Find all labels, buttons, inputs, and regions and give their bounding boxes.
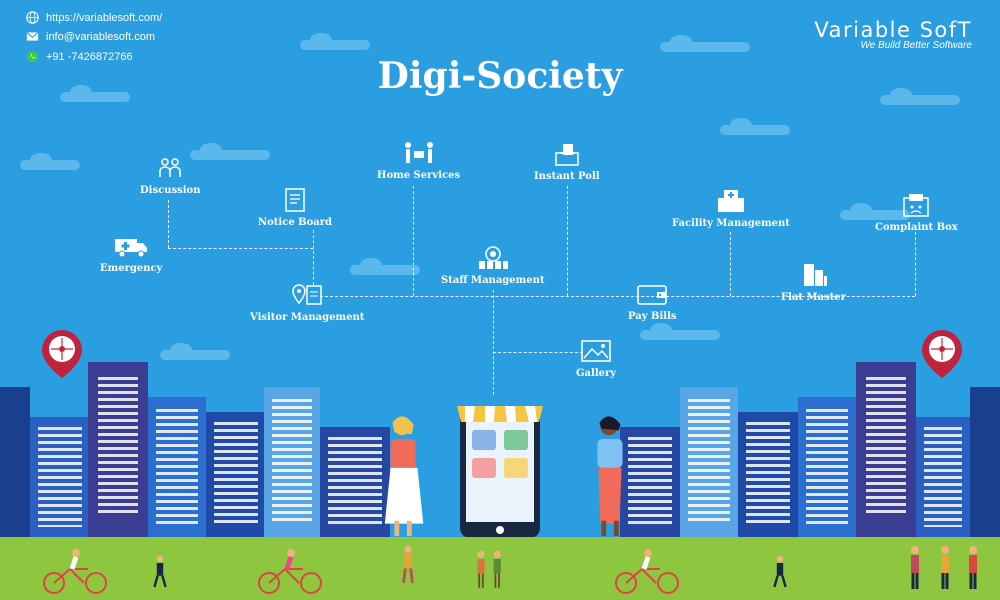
feature-label: Facility Management <box>672 218 790 229</box>
connector-line <box>567 186 568 296</box>
connector-line <box>313 230 314 285</box>
feature-label: Instant Poll <box>534 171 600 182</box>
smartphone-store-icon <box>457 406 543 538</box>
connector-line <box>413 186 414 296</box>
feature-label: Discussion <box>140 185 201 196</box>
feature-label: Emergency <box>100 263 163 274</box>
website-text: https://variablesoft.com/ <box>46 11 163 24</box>
feature-label: Pay Bills <box>628 311 677 322</box>
woman-illustration <box>597 416 623 537</box>
home-services-icon <box>404 142 433 163</box>
phone-text: +91 -7426872766 <box>46 50 133 63</box>
poll-box-icon <box>555 144 579 166</box>
brand-tagline: We Build Better Software <box>860 40 972 51</box>
visitor-id-icon <box>292 284 322 305</box>
feature-pay-bills: Pay Bills <box>628 281 677 322</box>
connector-line <box>730 232 731 296</box>
cloud <box>60 85 130 102</box>
building <box>206 412 266 537</box>
contact-email[interactable]: info@variablesoft.com <box>26 30 155 43</box>
feature-label: Staff Management <box>441 275 545 286</box>
wallet-icon <box>637 285 668 305</box>
building <box>264 387 320 537</box>
building <box>320 427 390 537</box>
building <box>798 397 856 537</box>
contact-website[interactable]: https://variablesoft.com/ <box>26 11 162 24</box>
ambulance-icon <box>115 239 148 258</box>
building <box>620 427 680 537</box>
building <box>88 362 148 537</box>
mail-icon <box>26 32 39 41</box>
pedestrian-illustration <box>402 545 414 583</box>
globe-icon <box>26 11 39 24</box>
pedestrian-illustration <box>911 546 977 589</box>
hospital-icon <box>717 190 744 212</box>
feature-label: Notice Board <box>258 217 333 228</box>
brand-name: Variable SofT <box>814 18 972 42</box>
flat-building-icon <box>804 264 828 286</box>
cloud <box>640 323 720 340</box>
cloud <box>20 153 80 170</box>
feature-home-services: Home Services <box>377 140 460 181</box>
complaint-box-icon <box>903 194 930 217</box>
building <box>970 387 1000 537</box>
feature-label: Flat Master <box>781 292 846 303</box>
cyclist-illustration <box>615 549 679 594</box>
building <box>680 387 738 537</box>
connector-line <box>493 290 494 395</box>
whatsapp-icon <box>26 50 39 63</box>
building <box>0 387 30 537</box>
feature-label: Home Services <box>377 170 461 181</box>
connector-line <box>168 248 313 249</box>
feature-staff-management: Staff Management <box>441 245 545 286</box>
page-title: Digi-Society <box>377 55 623 97</box>
building <box>30 417 90 537</box>
notice-board-icon <box>285 188 305 212</box>
cloud <box>160 343 230 360</box>
gallery-icon <box>581 340 611 362</box>
connector-line <box>915 232 916 296</box>
cloud <box>840 203 910 220</box>
feature-gallery: Gallery <box>576 338 616 379</box>
feature-complaint-box: Complaint Box <box>875 192 958 233</box>
cloud <box>190 143 270 160</box>
building <box>148 397 206 537</box>
feature-discussion: Discussion <box>140 155 200 196</box>
cyclist-illustration <box>258 549 322 594</box>
cloud <box>880 88 960 105</box>
discussion-icon <box>159 158 181 177</box>
contact-phone[interactable]: +91 -7426872766 <box>26 50 133 63</box>
cloud <box>720 118 790 135</box>
cloud <box>350 258 420 275</box>
connector-line <box>320 296 915 297</box>
building <box>916 417 970 537</box>
building <box>738 412 798 537</box>
brand-logo: Variable SofT We Build Better Software <box>814 18 972 51</box>
cyclist-illustration <box>43 549 107 594</box>
feature-label: Complaint Box <box>875 222 958 233</box>
feature-instant-poll: Instant Poll <box>534 141 600 182</box>
feature-label: Gallery <box>576 368 617 379</box>
pedestrian-illustration <box>773 555 787 588</box>
pedestrian-illustration <box>153 555 167 588</box>
pedestrian-illustration <box>477 550 501 588</box>
connector-line <box>493 352 583 353</box>
building <box>856 362 916 537</box>
woman-illustration <box>384 416 424 537</box>
feature-label: Visitor Management <box>250 312 365 323</box>
feature-flat-master: Flat Master <box>781 262 846 303</box>
email-text: info@variablesoft.com <box>46 30 155 43</box>
feature-notice-board: Notice Board <box>258 187 332 228</box>
cloud <box>300 33 370 50</box>
feature-visitor-management: Visitor Management <box>250 282 364 323</box>
location-pin-icon <box>922 330 962 378</box>
location-pin-icon <box>42 330 82 378</box>
connector-line <box>168 200 169 248</box>
feature-emergency: Emergency <box>100 233 162 274</box>
staff-icon <box>478 246 508 269</box>
cloud <box>660 35 750 52</box>
feature-facility-management: Facility Management <box>672 188 790 229</box>
